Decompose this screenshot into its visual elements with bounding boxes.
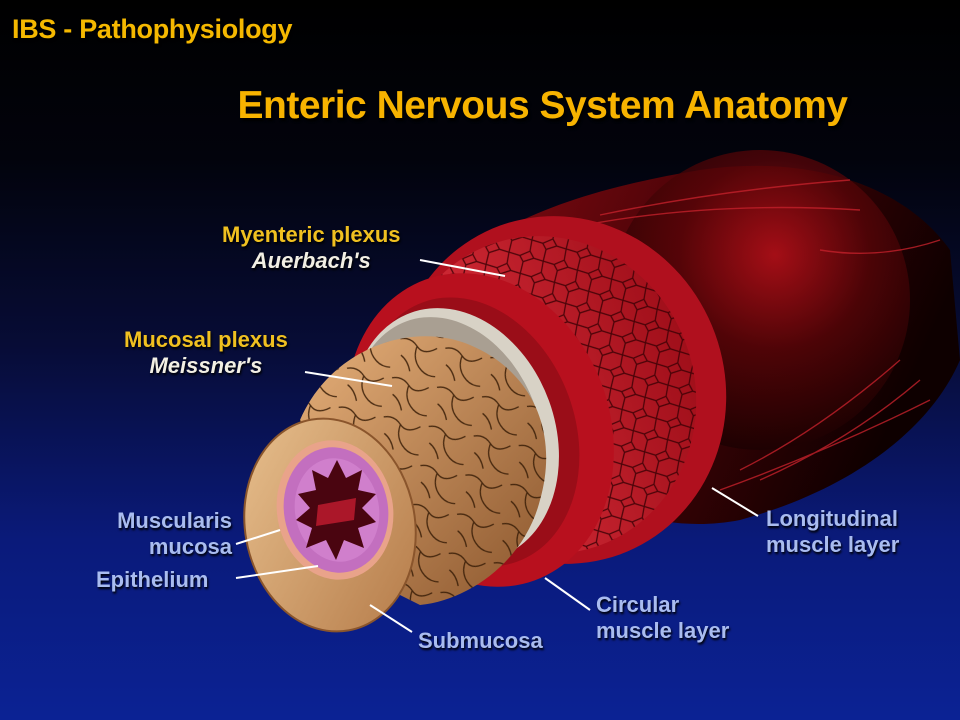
leader-mucosal xyxy=(304,371,393,387)
slide-title: Enteric Nervous System Anatomy xyxy=(237,84,848,127)
circular-muscle-line-2: muscle layer xyxy=(596,618,730,643)
mucosal-plexus-eponym: Meissner's xyxy=(149,353,263,378)
circular-muscle-label: Circular muscle layer xyxy=(596,592,729,644)
longitudinal-muscle-label: Longitudinal muscle layer xyxy=(766,506,899,558)
myenteric-plexus-label: Myenteric plexus Auerbach's xyxy=(222,222,401,274)
mucosal-plexus-name: Mucosal plexus xyxy=(124,327,288,352)
circular-muscle-line-1: Circular xyxy=(596,592,680,617)
leader-muscularis xyxy=(235,529,281,545)
leader-myenteric xyxy=(419,259,506,277)
epithelium-label: Epithelium xyxy=(96,567,209,592)
longitudinal-fibers xyxy=(559,179,941,491)
muscularis-mucosa-line-2: mucosa xyxy=(148,534,232,559)
longitudinal-muscle-line-2: muscle layer xyxy=(766,532,900,557)
leader-longitudinal xyxy=(711,487,759,517)
myenteric-plexus-eponym: Auerbach's xyxy=(251,248,371,273)
mucosal-plexus-label: Mucosal plexus Meissner's xyxy=(124,327,288,379)
muscularis-mucosa-label: Muscularis mucosa xyxy=(94,508,232,560)
slide-label: IBS - Pathophysiology xyxy=(12,14,293,44)
longitudinal-muscle-line-1: Longitudinal xyxy=(766,506,898,531)
submucosa-label: Submucosa xyxy=(418,628,543,653)
leader-submucosa xyxy=(369,604,413,633)
leader-epithelium xyxy=(235,565,319,579)
muscularis-mucosa-line-1: Muscularis xyxy=(117,508,232,533)
leader-circular xyxy=(544,577,591,611)
myenteric-plexus-name: Myenteric plexus xyxy=(222,222,401,247)
